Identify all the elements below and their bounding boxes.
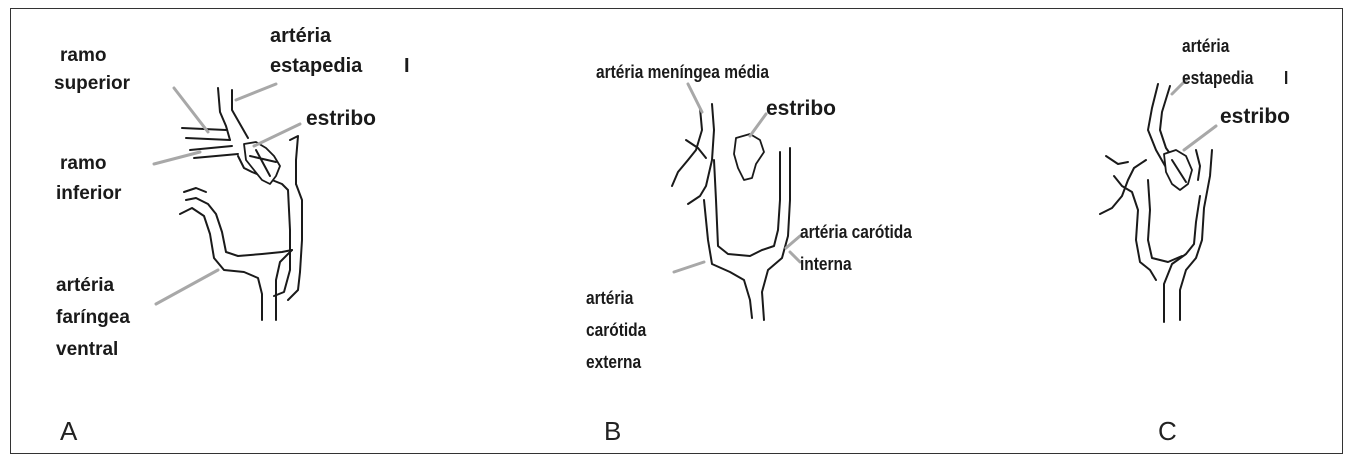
label-arteria-meningea-media: artéria meníngea média xyxy=(596,62,769,84)
label-estribo-c: estribo xyxy=(1220,104,1290,130)
label-ramo-superior-line2: superior xyxy=(54,72,130,95)
label-arteria-estapedia-a-line2: estapedia xyxy=(270,54,362,78)
label-carotida-interna-line2: interna xyxy=(800,254,852,276)
label-carotida-externa-line1: artéria xyxy=(586,288,633,310)
panel-letter-a: A xyxy=(60,416,77,447)
label-faringea-line2: faríngea xyxy=(56,306,130,329)
label-carotida-externa-line3: externa xyxy=(586,352,641,374)
label-faringea-line1: artéria xyxy=(56,274,114,297)
label-arteria-estapedia-c-mark: I xyxy=(1284,68,1288,90)
label-carotida-interna-line1: artéria carótida xyxy=(800,222,912,244)
label-ramo-inferior-line2: inferior xyxy=(56,182,121,205)
label-ramo-superior-line1: ramo xyxy=(60,44,106,67)
label-arteria-estapedia-c-line1: artéria xyxy=(1182,36,1229,58)
panel-letter-c: C xyxy=(1158,416,1177,447)
label-ramo-inferior-line1: ramo xyxy=(60,152,106,175)
label-estribo-a: estribo xyxy=(306,106,376,132)
label-faringea-line3: ventral xyxy=(56,338,118,361)
label-carotida-externa-line2: carótida xyxy=(586,320,646,342)
label-arteria-estapedia-a-line1: artéria xyxy=(270,24,331,48)
label-arteria-estapedia-c-line2: estapedia xyxy=(1182,68,1253,90)
label-estribo-b: estribo xyxy=(766,96,836,122)
label-arteria-estapedia-a-mark: I xyxy=(404,54,410,78)
panel-c-diagram xyxy=(1100,78,1216,322)
panel-a-diagram xyxy=(154,84,302,320)
panel-letter-b: B xyxy=(604,416,621,447)
